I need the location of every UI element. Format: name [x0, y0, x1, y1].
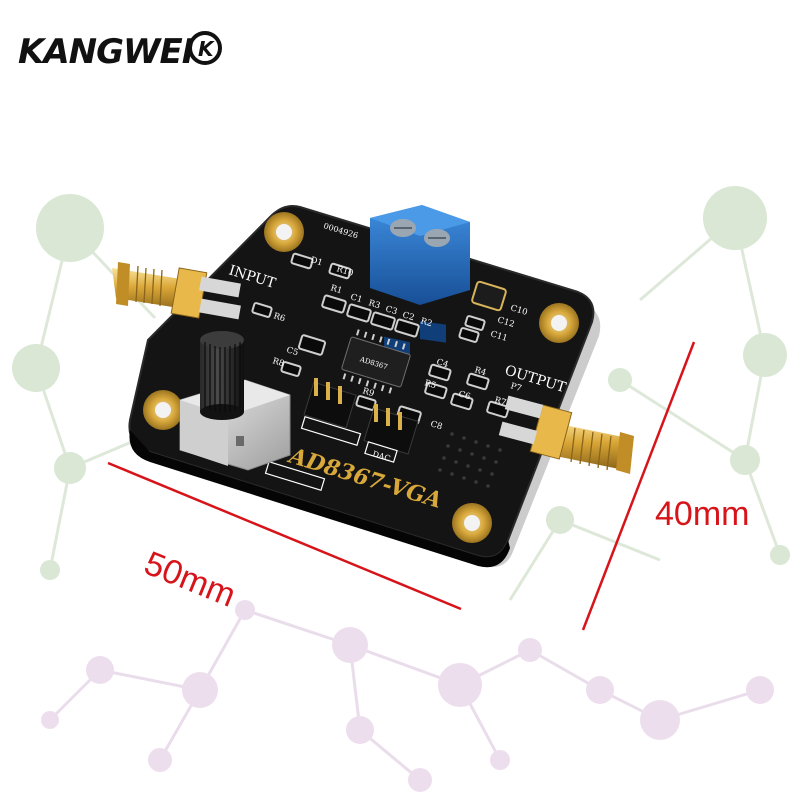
- ad8367-chip: AD8367: [341, 329, 411, 394]
- svg-text:C12: C12: [496, 315, 515, 330]
- svg-text:R8: R8: [271, 356, 285, 369]
- svg-text:R7: R7: [493, 395, 507, 408]
- svg-text:R5: R5: [423, 378, 437, 391]
- pin-header-left: [303, 378, 357, 429]
- svg-text:C10: C10: [509, 303, 528, 318]
- mounting-hole-tr: [539, 303, 579, 343]
- sma-connector-output: [498, 395, 634, 474]
- sma-connector-input: [112, 262, 241, 320]
- svg-text:R3: R3: [367, 298, 381, 311]
- brand-badge-letter: K: [198, 37, 215, 61]
- background-network: [12, 186, 790, 792]
- mounting-hole-br: [452, 503, 492, 543]
- svg-text:D1: D1: [309, 255, 324, 268]
- svg-text:C3: C3: [384, 304, 398, 317]
- brand-badge-icon: K: [188, 31, 222, 65]
- potentiometer: [179, 331, 291, 471]
- svg-text:C2: C2: [401, 310, 415, 323]
- svg-text:C6: C6: [457, 389, 471, 402]
- svg-text:C1: C1: [349, 292, 363, 305]
- height-dimension-line: [581, 341, 696, 631]
- height-label: 40mm: [655, 495, 749, 533]
- component-labels: D1 R10 C1 R3 C3 C2 R2 R1 C10 C12 C11 R6 …: [271, 255, 528, 432]
- svg-text:P7: P7: [509, 381, 523, 394]
- svg-text:R10: R10: [335, 264, 354, 279]
- width-label: 50mm: [139, 544, 241, 615]
- screw-terminal: [370, 205, 470, 361]
- svg-text:R2: R2: [419, 316, 433, 329]
- svg-text:R9: R9: [361, 386, 375, 399]
- brand-logo: KANGWEI K: [18, 31, 222, 72]
- svg-text:C4: C4: [435, 357, 449, 370]
- brand-name: KANGWEI: [18, 32, 194, 72]
- svg-text:C11: C11: [489, 329, 508, 344]
- smd-components: AD8367: [251, 252, 510, 425]
- svg-text:C8: C8: [429, 419, 443, 432]
- potentiometer-knob: [200, 331, 244, 420]
- svg-text:R6: R6: [272, 311, 286, 324]
- via-grid: [438, 432, 502, 488]
- dimension-height: 40mm: [581, 341, 749, 631]
- width-dimension-line: [107, 461, 462, 611]
- pcb-board: 0004926: [112, 205, 634, 568]
- mounting-hole-bl: [143, 390, 183, 430]
- svg-text:C5: C5: [285, 345, 299, 358]
- svg-text:R4: R4: [473, 365, 487, 378]
- pin-header-dac: [363, 404, 419, 455]
- mounting-hole-tl: [264, 212, 304, 252]
- svg-text:R1: R1: [329, 283, 343, 296]
